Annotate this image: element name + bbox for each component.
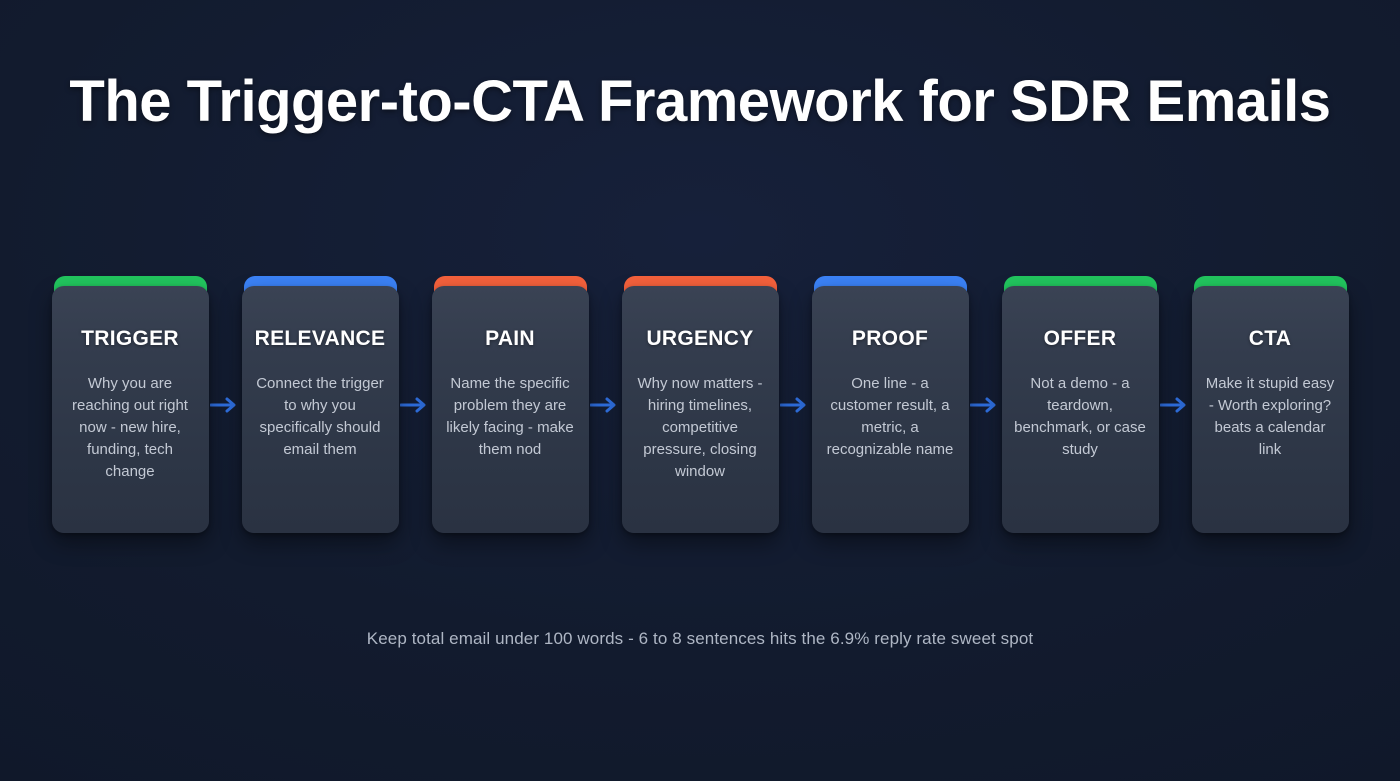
step-card-trigger[interactable]: TRIGGER Why you are reaching out right no… [51,276,209,533]
arrow-right-icon [969,276,1002,533]
step-card-body: TRIGGER Why you are reaching out right no… [51,286,209,533]
arrow-right-icon [589,276,622,533]
step-label: RELEVANCE [254,327,386,350]
step-description: Why now matters - hiring timelines, comp… [637,375,763,480]
step-card-body: PAIN Name the specific problem they are l… [431,286,589,533]
step-label: CTA [1248,327,1292,350]
step-description: One line - a customer result, a metric, … [826,375,954,458]
step-description: Connect the trigger to why you specifica… [256,375,384,458]
step-card-body: CTA Make it stupid easy - Worth exploring… [1191,286,1349,533]
arrow-right-icon [399,276,432,533]
step-card-body: URGENCY Why now matters - hiring timeline… [621,286,779,533]
arrow-right-icon [779,276,812,533]
step-label: OFFER [1043,327,1117,350]
step-description: Not a demo - a teardown, benchmark, or c… [1014,375,1146,458]
step-label: PROOF [851,327,929,350]
step-label: PAIN [485,327,535,350]
step-card-offer[interactable]: OFFER Not a demo - a teardown, benchmark,… [1001,276,1159,533]
step-card-body: OFFER Not a demo - a teardown, benchmark,… [1001,286,1159,533]
step-description: Name the specific problem they are likel… [446,375,574,458]
step-label: TRIGGER [81,327,179,350]
step-card-pain[interactable]: PAIN Name the specific problem they are l… [431,276,589,533]
framework-flow: TRIGGER Why you are reaching out right no… [0,276,1400,533]
page-title: The Trigger-to-CTA Framework for SDR Ema… [69,69,1331,134]
step-description: Make it stupid easy - Worth exploring? b… [1205,375,1335,458]
step-card-proof[interactable]: PROOF One line - a customer result, a met… [811,276,969,533]
arrow-right-icon [1159,276,1192,533]
step-card-urgency[interactable]: URGENCY Why now matters - hiring timeline… [621,276,779,533]
step-card-body: RELEVANCE Connect the trigger to why you … [241,286,399,533]
step-card-relevance[interactable]: RELEVANCE Connect the trigger to why you … [241,276,399,533]
step-description: Why you are reaching out right now - new… [72,375,188,480]
step-label: URGENCY [646,327,754,350]
step-card-body: PROOF One line - a customer result, a met… [811,286,969,533]
footnote: Keep total email under 100 words - 6 to … [366,629,1034,648]
arrow-right-icon [209,276,242,533]
step-card-cta[interactable]: CTA Make it stupid easy - Worth exploring… [1191,276,1349,533]
